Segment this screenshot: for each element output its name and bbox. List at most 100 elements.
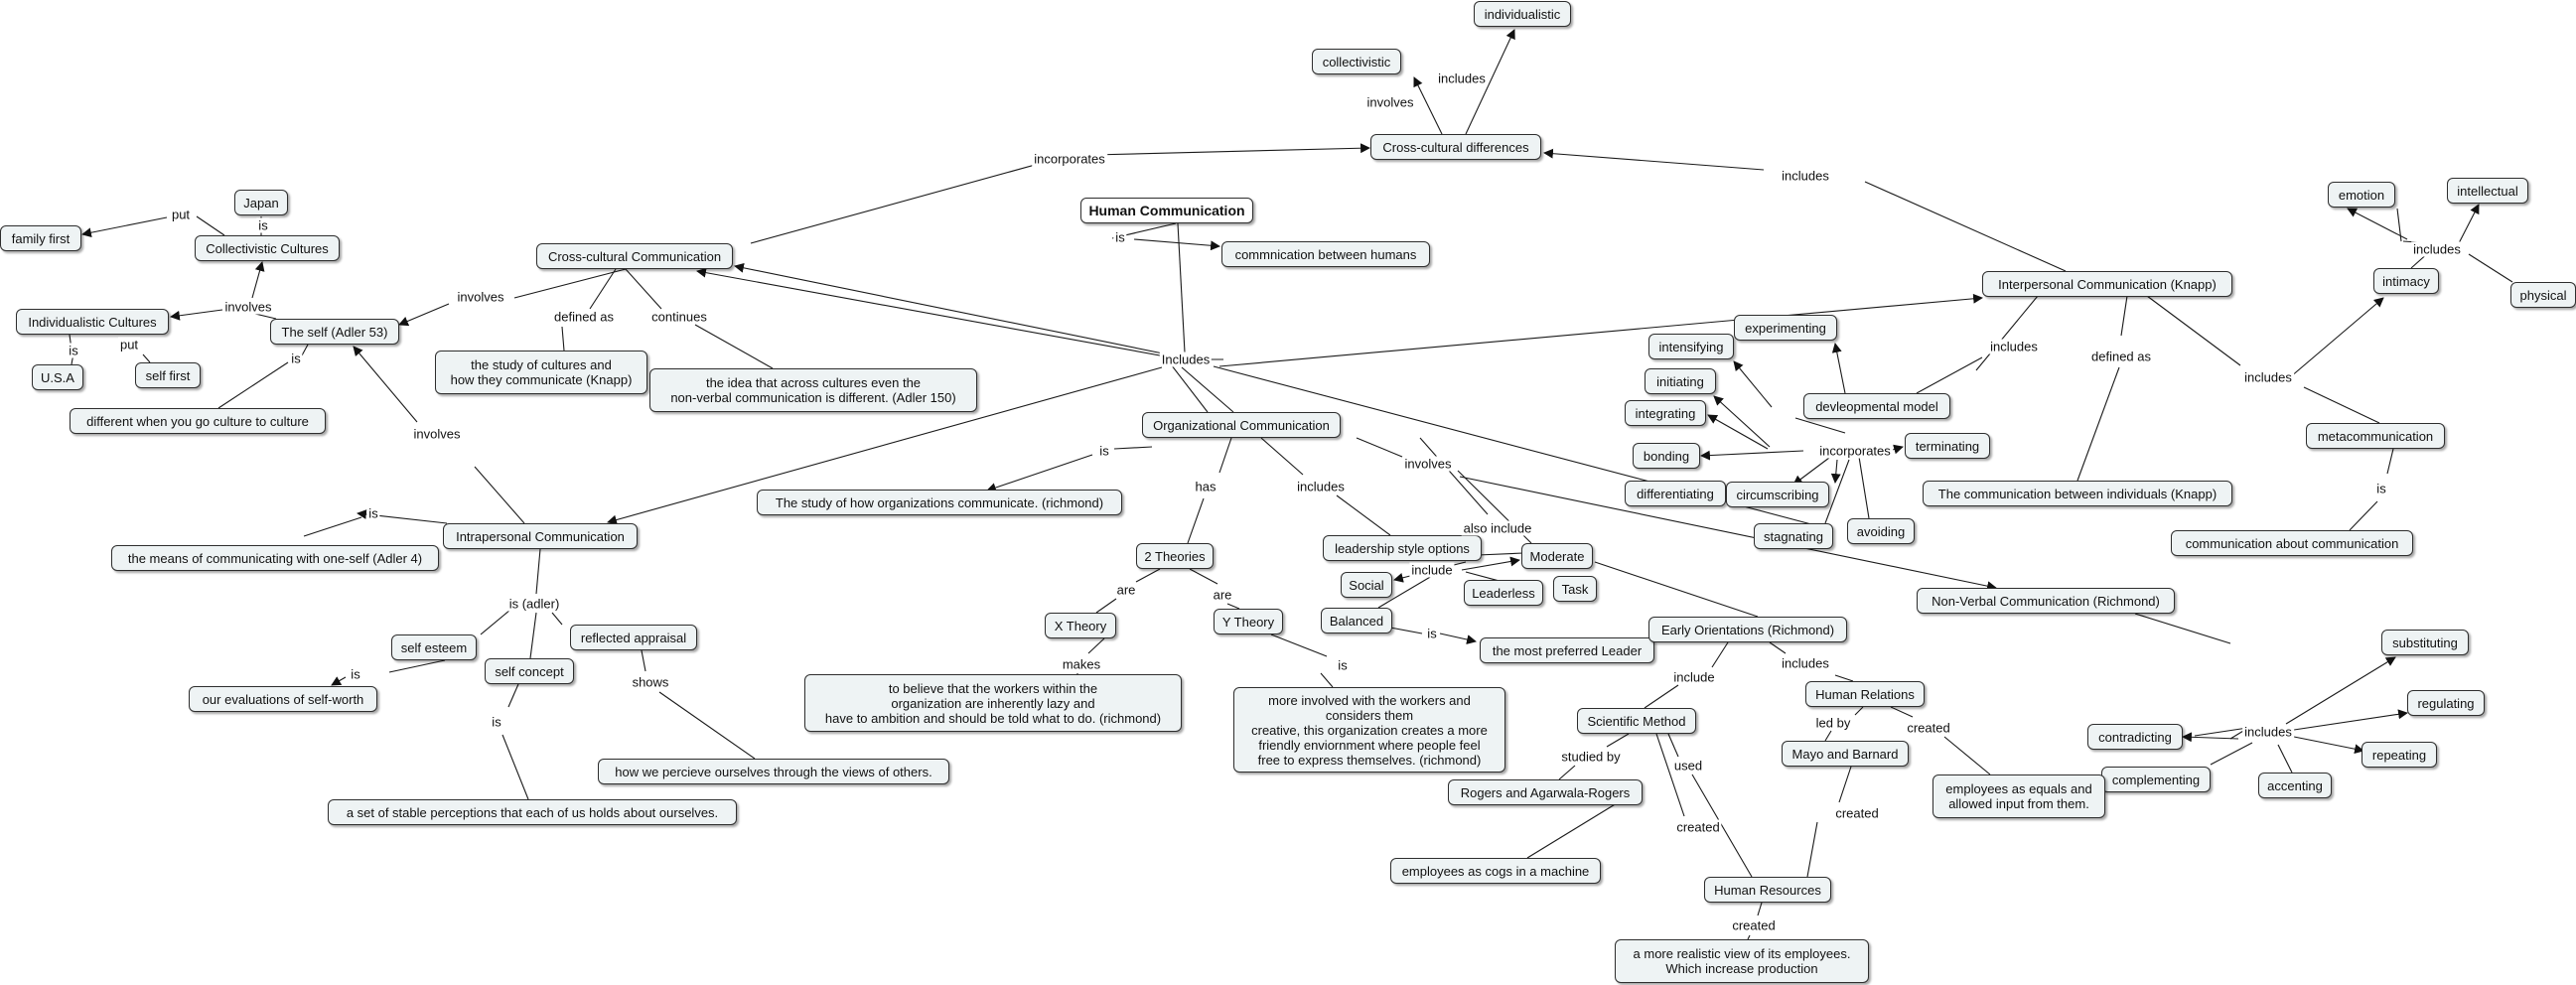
- concept-communication-between-individuals[interactable]: The communication between individuals (K…: [1923, 481, 2232, 506]
- connector-line: [1389, 627, 1423, 634]
- concept-self-concept[interactable]: self concept: [485, 658, 574, 684]
- concept-usa[interactable]: U.S.A: [32, 364, 83, 390]
- connector-line: [1890, 706, 1914, 718]
- concept-study-of-cultures[interactable]: the study of cultures and how they commu…: [435, 351, 647, 394]
- concept-individualistic-cultures[interactable]: Individualistic Cultures: [16, 309, 169, 335]
- concept-leaderless[interactable]: Leaderless: [1464, 580, 1543, 606]
- concept-collectivistic[interactable]: collectivistic: [1312, 49, 1401, 74]
- concept-human-communication[interactable]: Human Communication: [1080, 198, 1253, 223]
- connector-line: [1838, 766, 1852, 803]
- concept-substituting[interactable]: substituting: [2381, 630, 2469, 655]
- concept-task[interactable]: Task: [1553, 576, 1597, 602]
- concept-rogers-and-agarwala[interactable]: Rogers and Agarwala-Rogers: [1448, 779, 1643, 805]
- concept-non-verbal-communication[interactable]: Non-Verbal Communication (Richmond): [1917, 588, 2175, 614]
- concept-stable-perceptions[interactable]: a set of stable perceptions that each of…: [328, 799, 737, 825]
- concept-intrapersonal-communication[interactable]: Intrapersonal Communication: [443, 523, 638, 549]
- concept-employees-as-equals[interactable]: employees as equals and allowed input fr…: [1932, 774, 2105, 818]
- concept-scientific-method[interactable]: Scientific Method: [1577, 708, 1696, 734]
- connector-line: [301, 344, 309, 356]
- concept-different-culture[interactable]: different when you go culture to culture: [70, 408, 326, 434]
- link-label-also-include: also include: [1461, 520, 1534, 536]
- concept-x-theory[interactable]: X Theory: [1045, 613, 1116, 638]
- concept-stagnating[interactable]: stagnating: [1754, 523, 1833, 549]
- concept-means-of-communicating[interactable]: the means of communicating with one-self…: [111, 545, 439, 571]
- concept-the-self[interactable]: The self (Adler 53): [270, 319, 399, 345]
- concept-experimenting[interactable]: experimenting: [1734, 315, 1837, 341]
- concept-individualistic[interactable]: individualistic: [1474, 1, 1571, 27]
- concept-metacommunication[interactable]: metacommunication: [2306, 423, 2445, 449]
- connector-line: [251, 261, 265, 299]
- connector-line: [1465, 29, 1515, 135]
- connector-line: [1187, 497, 1205, 544]
- concept-self-esteem[interactable]: self esteem: [391, 634, 477, 660]
- concept-realistic-view[interactable]: a more realistic view of its employees. …: [1615, 939, 1869, 983]
- concept-contradicting[interactable]: contradicting: [2087, 724, 2183, 750]
- link-label-incorporates: incorporates: [1032, 151, 1107, 167]
- concept-human-resources[interactable]: Human Resources: [1704, 877, 1831, 903]
- concept-repeating[interactable]: repeating: [2361, 742, 2437, 768]
- concept-study-of-organizations[interactable]: The study of how organizations communica…: [757, 490, 1122, 515]
- connector-line: [1226, 603, 1240, 610]
- concept-moderate[interactable]: Moderate: [1521, 543, 1593, 569]
- concept-intimacy[interactable]: intimacy: [2373, 268, 2439, 294]
- concept-employees-as-cogs[interactable]: employees as cogs in a machine: [1390, 858, 1601, 884]
- concept-cross-cultural-communication[interactable]: Cross-cultural Communication: [536, 243, 733, 269]
- concept-intensifying[interactable]: intensifying: [1648, 334, 1734, 359]
- concept-commnication-between-humans[interactable]: commnication between humans: [1221, 241, 1430, 267]
- concept-communication-about-communication[interactable]: communication about communication: [2171, 530, 2413, 556]
- concept-most-preferred-leader[interactable]: the most preferred Leader: [1480, 637, 1654, 663]
- link-label-involves: involves: [1364, 94, 1416, 110]
- concept-leadership-style-options[interactable]: leadership style options: [1323, 535, 1482, 561]
- connector-line: [734, 262, 1169, 355]
- concept-social[interactable]: Social: [1341, 572, 1392, 598]
- connector-line: [1806, 821, 1818, 878]
- concept-interpersonal-communication[interactable]: Interpersonal Communication (Knapp): [1982, 271, 2232, 297]
- concept-idea-across-cultures[interactable]: the idea that across cultures even the n…: [649, 368, 977, 412]
- concept-early-orientations[interactable]: Early Orientations (Richmond): [1648, 617, 1847, 642]
- connector-line: [1270, 633, 1328, 657]
- concept-physical[interactable]: physical: [2510, 282, 2576, 308]
- connector-line: [1477, 552, 1524, 556]
- connector-line: [196, 215, 225, 236]
- concept-differentiating[interactable]: differentiating: [1625, 481, 1726, 506]
- concept-reflected-appraisal[interactable]: reflected appraisal: [570, 625, 697, 650]
- concept-terminating[interactable]: terminating: [1905, 433, 1990, 459]
- concept-how-we-percieve[interactable]: how we percieve ourselves through the vi…: [598, 759, 949, 784]
- concept-avoiding[interactable]: avoiding: [1847, 518, 1915, 544]
- concept-x-theory-desc[interactable]: to believe that the workers within the o…: [804, 674, 1182, 732]
- concept-y-theory[interactable]: Y Theory: [1214, 609, 1283, 634]
- concept-family-first[interactable]: family first: [0, 225, 81, 251]
- connector-line: [2146, 295, 2241, 366]
- concept-emotion[interactable]: emotion: [2328, 182, 2395, 208]
- concept-balanced[interactable]: Balanced: [1321, 608, 1392, 633]
- concept-devleopmental-model[interactable]: devleopmental model: [1803, 393, 1950, 419]
- concept-evaluations-of-self-worth[interactable]: our evaluations of self-worth: [189, 686, 377, 712]
- concept-self-first[interactable]: self first: [135, 362, 201, 388]
- concept-two-theories[interactable]: 2 Theories: [1136, 543, 1214, 569]
- concept-organizational-communication[interactable]: Organizational Communication: [1142, 412, 1341, 438]
- concept-mayo-and-barnard[interactable]: Mayo and Barnard: [1782, 741, 1909, 767]
- connector-line: [1095, 598, 1117, 614]
- concept-y-theory-desc[interactable]: more involved with the workers and consi…: [1233, 687, 1505, 773]
- concept-complementing[interactable]: complementing: [2101, 767, 2211, 792]
- link-label-makes: makes: [1060, 656, 1103, 672]
- concept-cross-cultural-differences[interactable]: Cross-cultural differences: [1370, 134, 1541, 160]
- concept-integrating[interactable]: integrating: [1625, 400, 1706, 426]
- connector-line: [1135, 568, 1161, 583]
- concept-japan[interactable]: Japan: [234, 190, 288, 215]
- concept-human-relations[interactable]: Human Relations: [1805, 681, 1925, 707]
- link-label-includes: includes: [1436, 70, 1488, 86]
- concept-bonding[interactable]: bonding: [1633, 443, 1700, 469]
- connector-line: [170, 309, 223, 321]
- concept-initiating[interactable]: initiating: [1645, 368, 1716, 394]
- connector-line: [1975, 295, 2039, 371]
- link-label-defined-as: defined as: [552, 309, 616, 325]
- concept-collectivistic-cultures[interactable]: Collectivistic Cultures: [195, 235, 340, 261]
- concept-accenting[interactable]: accenting: [2258, 773, 2332, 798]
- link-label-includes: includes: [1780, 168, 1831, 184]
- connector-line: [1644, 684, 1679, 709]
- connector-line: [2303, 386, 2380, 424]
- concept-regulating[interactable]: regulating: [2407, 690, 2485, 716]
- concept-circumscribing[interactable]: circumscribing: [1726, 482, 1829, 507]
- concept-intellectual[interactable]: intellectual: [2447, 178, 2528, 204]
